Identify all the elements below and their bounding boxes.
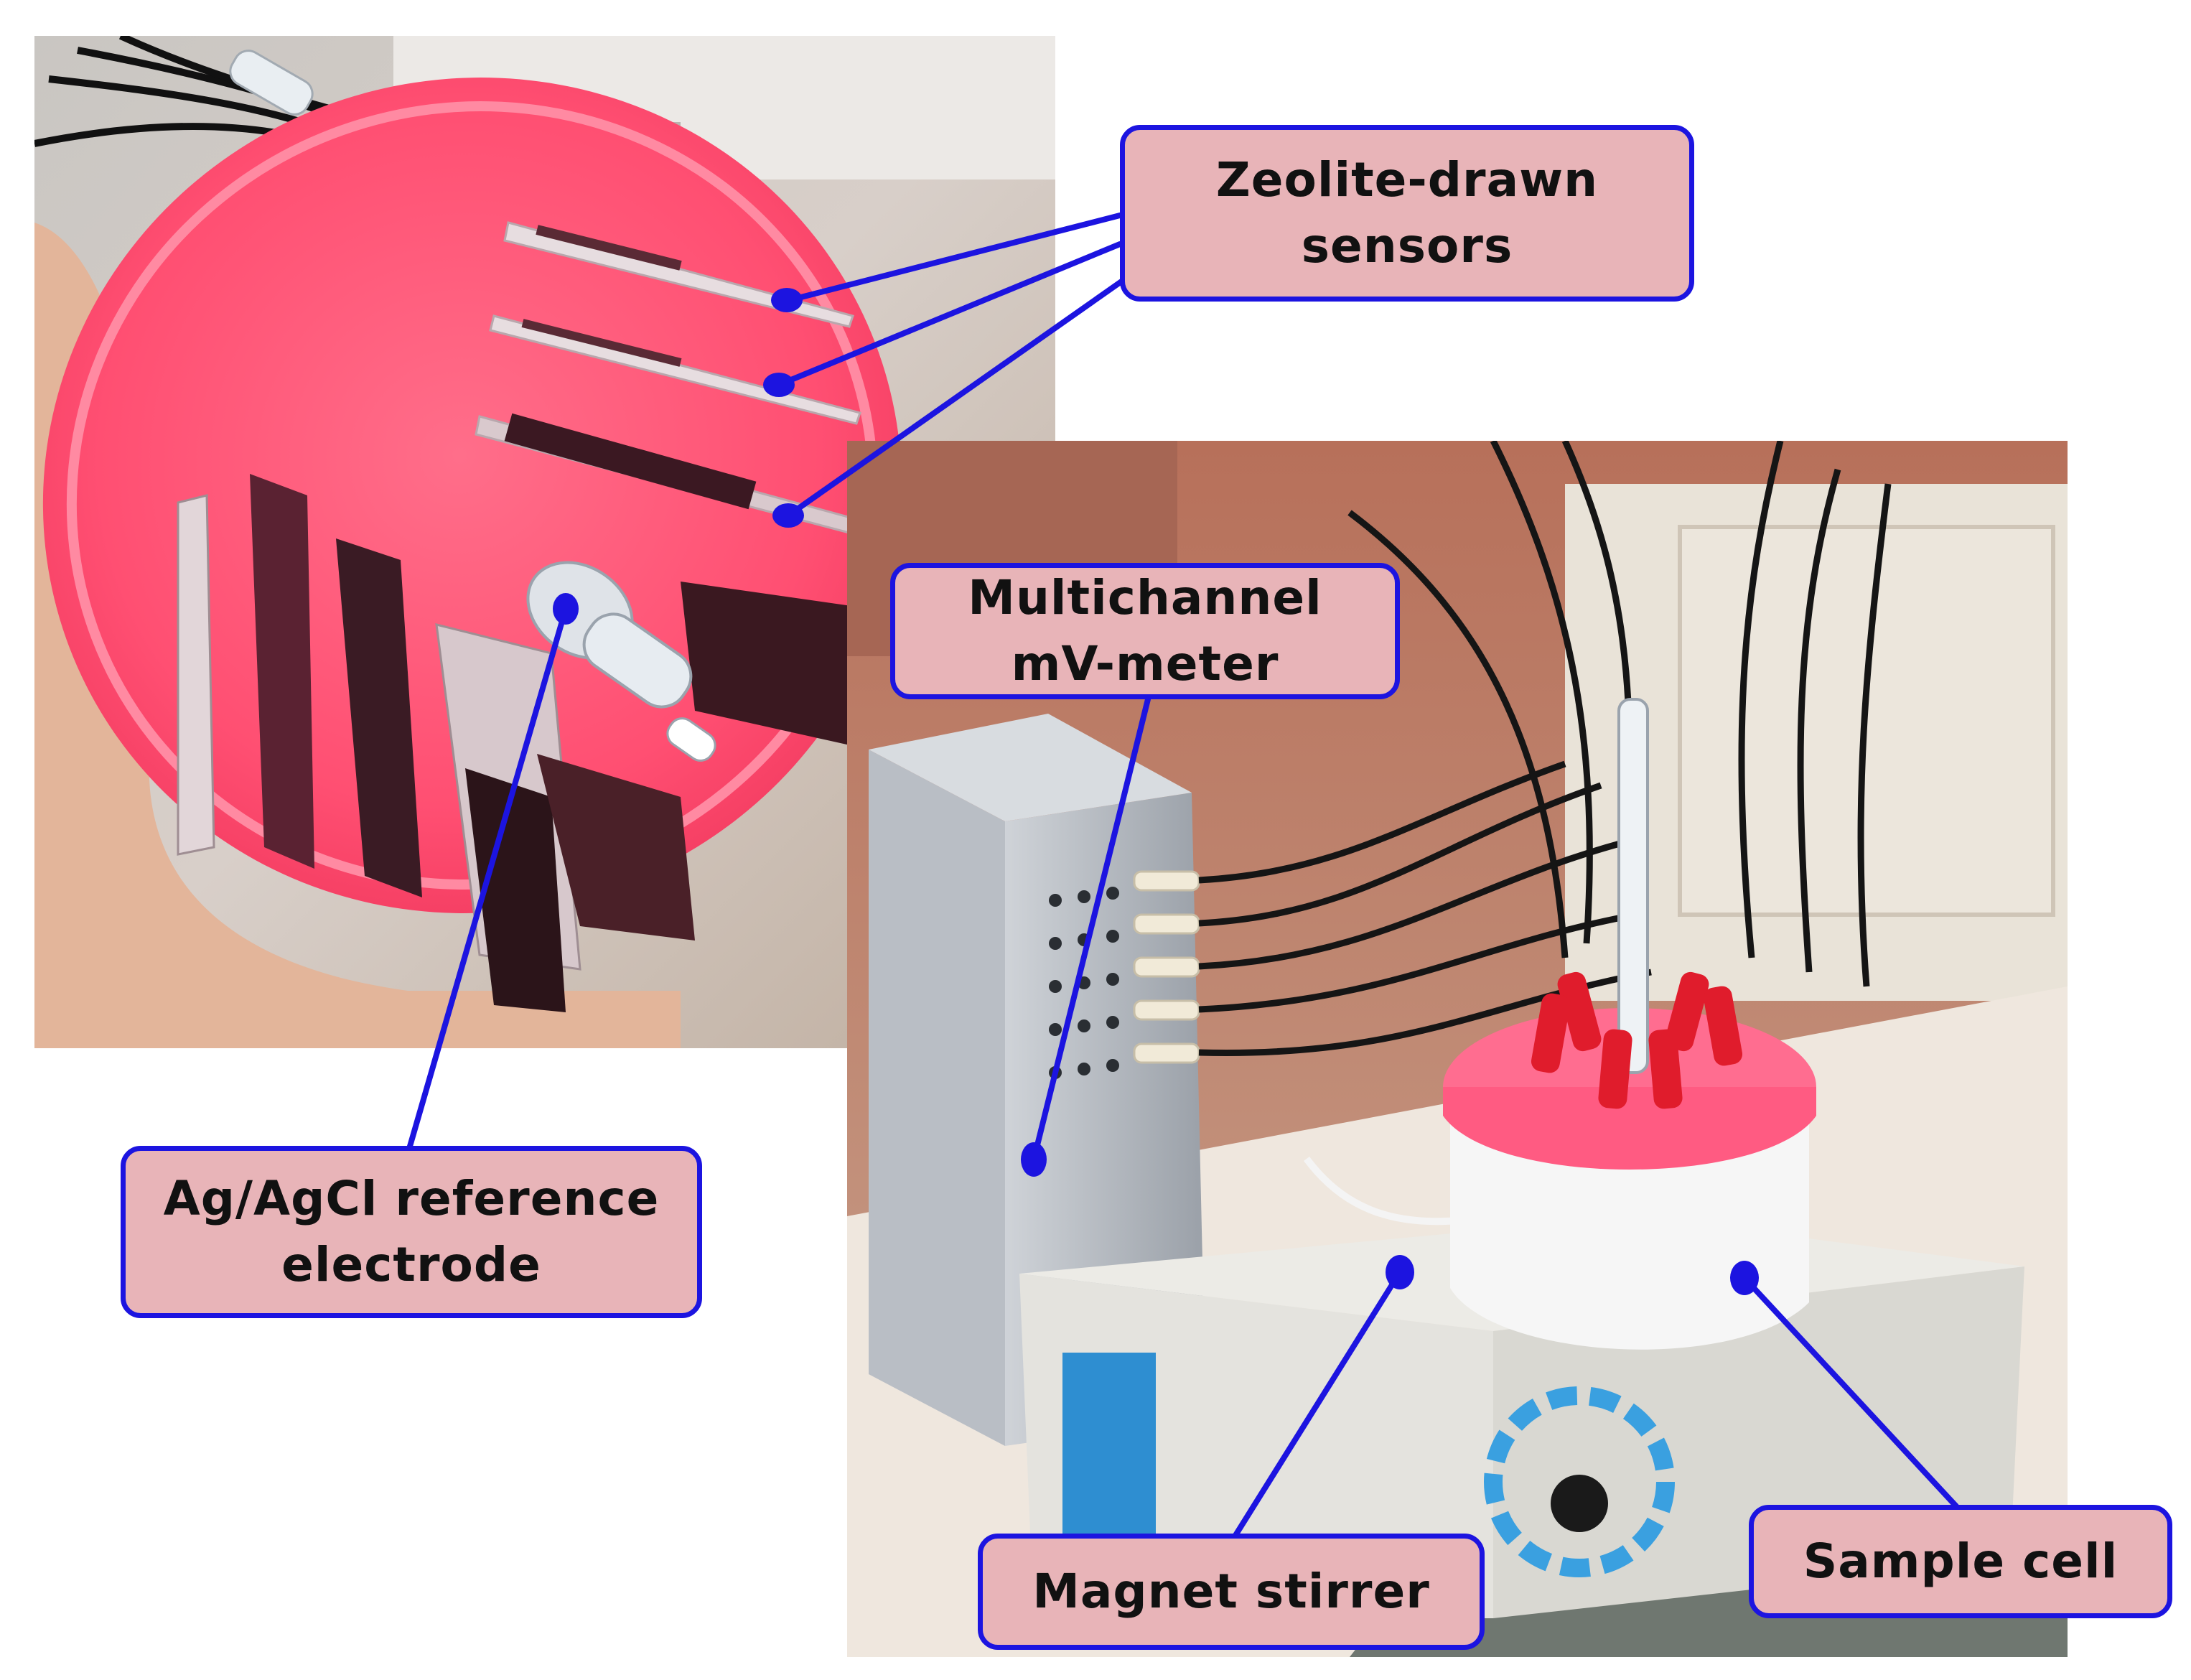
reference-label-line-1: Ag/AgCl reference xyxy=(163,1171,660,1226)
zeolite-label-line-2: sensors xyxy=(1301,218,1513,274)
zeolite-dot-2 xyxy=(763,373,795,397)
stirrer-label-text: Magnet stirrer xyxy=(1032,1564,1430,1619)
multichannel-meter-label: Multichannel mV-meter xyxy=(890,563,1400,699)
meter-label-line-2: mV-meter xyxy=(1011,636,1279,691)
reference-label-line-2: electrode xyxy=(281,1237,541,1292)
zeolite-sensors xyxy=(475,221,876,540)
reference-electrode xyxy=(229,50,716,762)
cell-label-text: Sample cell xyxy=(1803,1534,2118,1589)
magnet-stirrer-label: Magnet stirrer xyxy=(978,1534,1485,1650)
zeolite-label-line-1: Zeolite-drawn xyxy=(1215,152,1599,207)
reference-dot xyxy=(553,593,579,625)
meter-dot xyxy=(1021,1142,1047,1177)
cell-dot xyxy=(1730,1261,1759,1295)
reference-electrode-label: Ag/AgCl reference electrode xyxy=(121,1146,702,1318)
zeolite-dot-1 xyxy=(771,288,803,312)
zeolite-sensors-label: Zeolite-drawn sensors xyxy=(1120,125,1694,302)
meter-label-line-1: Multichannel xyxy=(968,570,1322,625)
zeolite-dot-3 xyxy=(772,503,804,528)
sample-cell xyxy=(1443,698,1816,1350)
stirrer-dot xyxy=(1386,1255,1414,1289)
sample-cell-label: Sample cell xyxy=(1749,1505,2172,1618)
glass-slides xyxy=(177,474,889,1012)
